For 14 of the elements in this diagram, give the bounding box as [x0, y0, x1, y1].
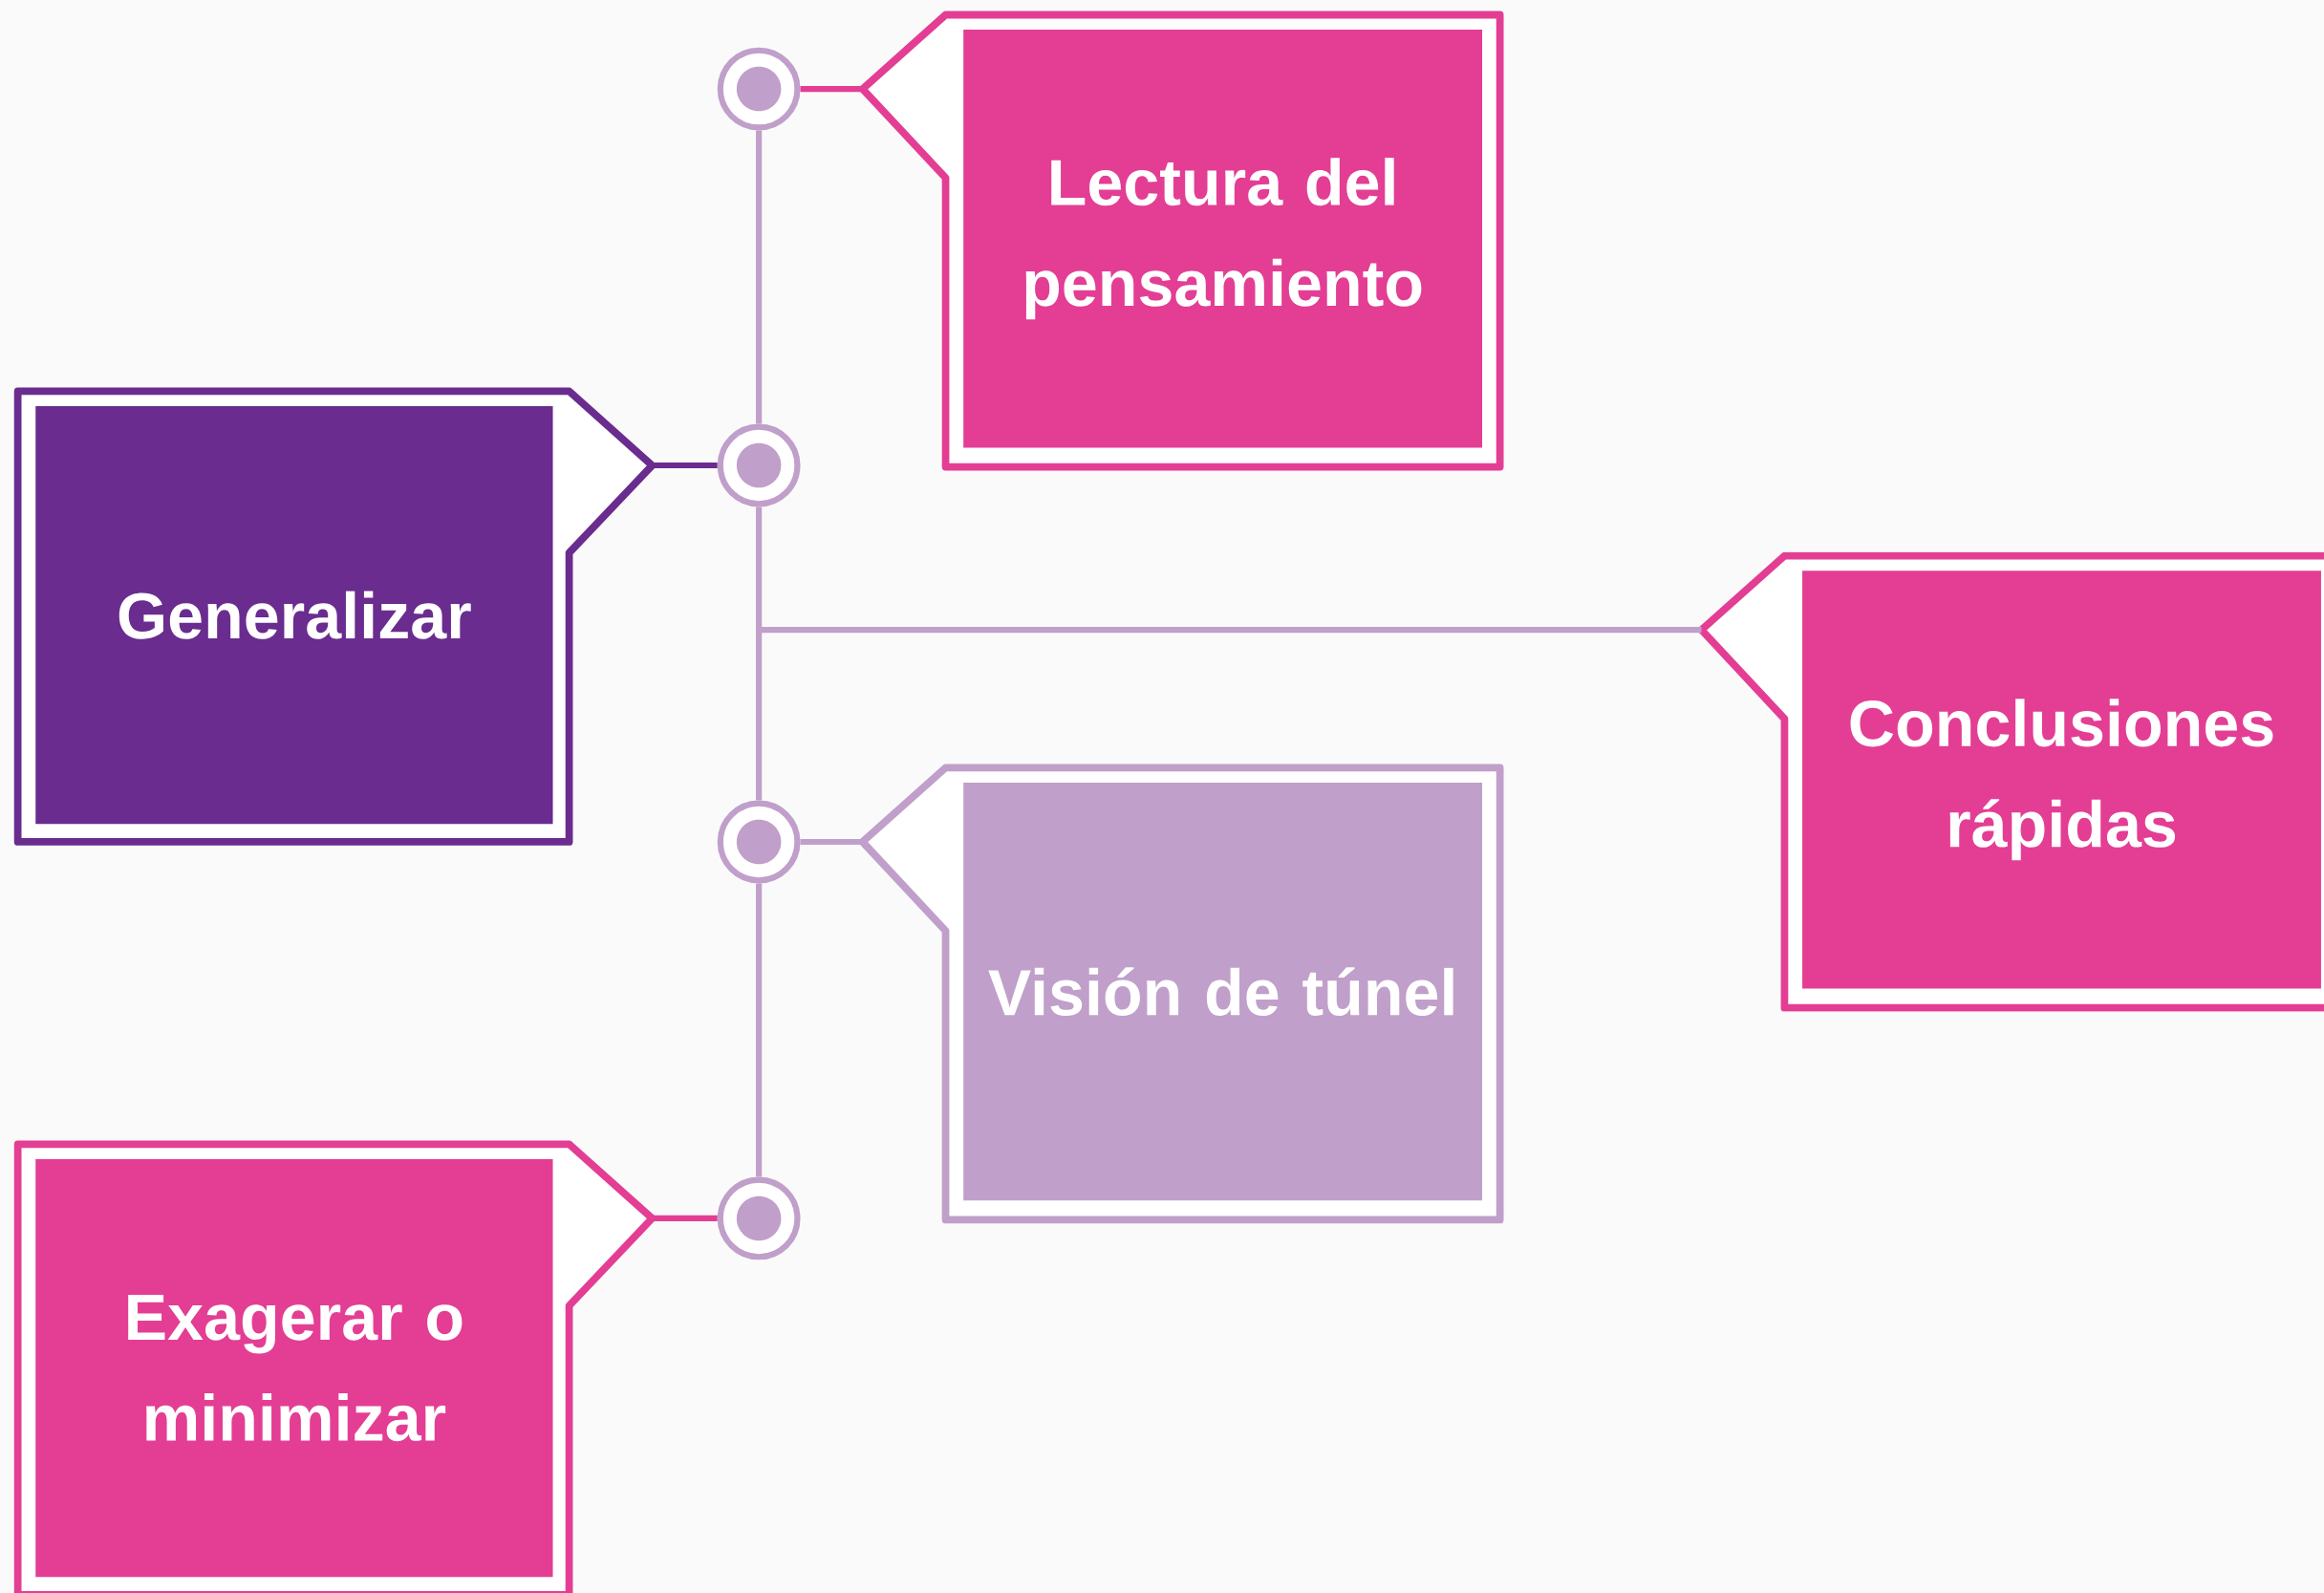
connector-line: [800, 838, 863, 845]
connector-line: [759, 626, 1702, 634]
connector-line: [652, 1215, 718, 1221]
connector-circle: [717, 800, 801, 884]
connector-line: [756, 506, 763, 801]
connector-line: [652, 462, 718, 468]
text-box: Conclusiones rápidas: [1697, 551, 2324, 1012]
connector-line: [756, 883, 763, 1177]
connector-line: [800, 85, 863, 92]
connector-line: [756, 130, 763, 424]
connector-circle: [717, 423, 801, 507]
text-box: Exagerar o minimizar: [13, 1140, 656, 1593]
connector-circle: [717, 47, 801, 131]
connector-circle: [717, 1176, 801, 1260]
